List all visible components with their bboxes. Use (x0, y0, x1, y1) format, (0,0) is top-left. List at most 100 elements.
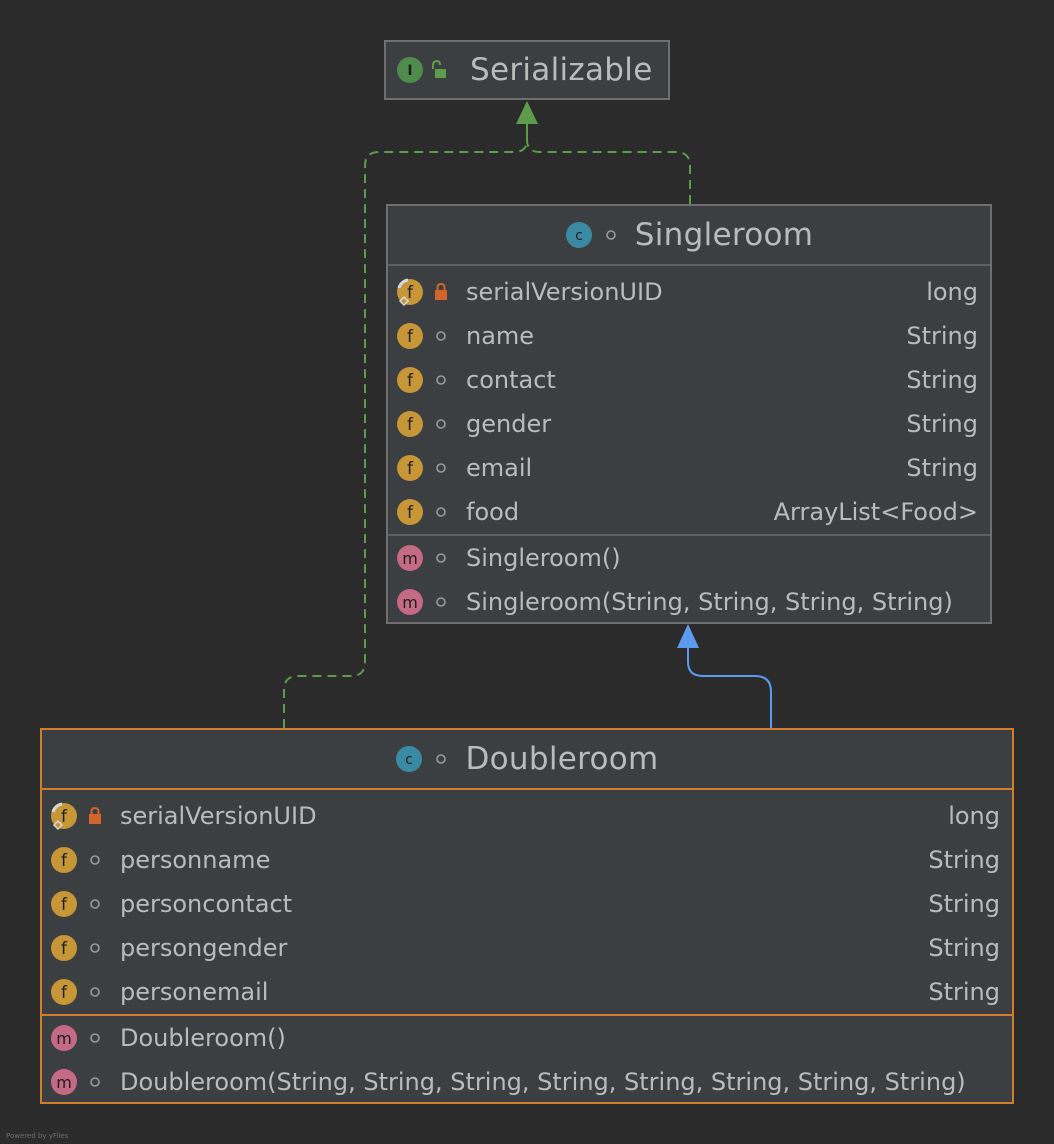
method-row[interactable]: m Singleroom() (388, 536, 990, 580)
package-dot-icon (90, 1033, 100, 1043)
member-name: personemail (120, 978, 269, 1006)
method-icon: m (397, 545, 423, 571)
serializable-title: Serializable (470, 52, 653, 88)
package-dot-icon (436, 375, 446, 385)
svg-text:f: f (61, 895, 68, 915)
field-row[interactable]: f food ArrayList<Food> (388, 490, 990, 534)
svg-text:m: m (402, 593, 418, 612)
svg-text:m: m (56, 1029, 72, 1048)
class-icon: c (396, 746, 423, 772)
package-dot-icon (436, 754, 447, 764)
svg-text:f: f (407, 283, 414, 303)
member-type: ArrayList<Food> (773, 498, 978, 526)
realization-edge-doubleroom[interactable] (283, 124, 528, 728)
field-icon: f (397, 411, 423, 437)
svg-text:f: f (61, 983, 68, 1003)
member-type: String (906, 410, 978, 438)
package-dot-icon (436, 419, 446, 429)
package-dot-icon (436, 597, 446, 607)
svg-text:f: f (407, 371, 414, 391)
member-type: String (906, 454, 978, 482)
member-type: String (928, 890, 1000, 918)
header-divider (42, 788, 1012, 790)
svg-text:f: f (407, 503, 414, 523)
field-icon: f (397, 367, 423, 393)
fields-divider (42, 1014, 1012, 1016)
static-final-field-icon: f (51, 802, 77, 830)
class-icon: c (565, 222, 592, 248)
member-name: food (466, 498, 520, 526)
member-name: name (466, 322, 535, 350)
inheritance-arrowhead (677, 624, 699, 648)
field-icon: f (397, 455, 423, 481)
field-icon: f (51, 891, 77, 917)
svg-text:c: c (406, 752, 414, 768)
package-dot-icon (436, 331, 446, 341)
field-icon: f (51, 935, 77, 961)
singleroom-title: Singleroom (634, 217, 814, 253)
member-name: Doubleroom(String, String, String, Strin… (120, 1068, 966, 1096)
member-name: email (466, 454, 533, 482)
svg-text:m: m (56, 1073, 72, 1092)
field-icon: f (397, 323, 423, 349)
serializable-node[interactable]: I Serializable (384, 40, 670, 100)
svg-text:f: f (61, 851, 68, 871)
realization-arrowhead (516, 101, 538, 124)
method-row[interactable]: m Singleroom(String, String, String, Stri… (388, 580, 990, 624)
member-type: String (928, 934, 1000, 962)
svg-text:I: I (407, 63, 412, 79)
method-icon: m (397, 589, 423, 615)
member-name: contact (466, 366, 556, 394)
static-final-field-icon: f (397, 278, 423, 306)
interface-icon: I (397, 57, 423, 83)
method-icon: m (51, 1069, 77, 1095)
member-name: Singleroom() (466, 544, 621, 572)
member-name: persongender (120, 934, 288, 962)
member-name: personname (120, 846, 271, 874)
field-row[interactable]: f personname String (42, 838, 1012, 882)
field-row[interactable]: f persongender String (42, 926, 1012, 970)
svg-text:f: f (407, 415, 414, 435)
package-dot-icon (90, 899, 100, 909)
field-row[interactable]: f gender String (388, 402, 990, 446)
member-type: long (948, 802, 1000, 830)
svg-text:f: f (407, 459, 414, 479)
private-lock-icon (89, 807, 101, 824)
member-name: personcontact (120, 890, 293, 918)
method-icon: m (51, 1025, 77, 1051)
field-icon: f (51, 847, 77, 873)
member-name: gender (466, 410, 552, 438)
doubleroom-title: Doubleroom (465, 741, 659, 777)
inheritance-edge[interactable] (687, 648, 772, 728)
package-dot-icon (605, 230, 616, 240)
package-dot-icon (90, 855, 100, 865)
svg-text:f: f (61, 939, 68, 959)
field-row[interactable]: f email String (388, 446, 990, 490)
method-row[interactable]: m Doubleroom(String, String, String, Stri… (42, 1060, 1012, 1104)
member-name: Singleroom(String, String, String, Strin… (466, 588, 953, 616)
package-dot-icon (436, 507, 446, 517)
field-row[interactable]: f personcontact String (42, 882, 1012, 926)
unlocked-icon (432, 60, 446, 78)
realization-edge-singleroom[interactable] (526, 124, 691, 204)
footer-credit: Powered by yFiles (6, 1132, 69, 1140)
method-row[interactable]: m Doubleroom() (42, 1016, 1012, 1060)
member-type: String (928, 846, 1000, 874)
package-dot-icon (436, 463, 446, 473)
field-icon: f (51, 979, 77, 1005)
package-dot-icon (436, 553, 446, 563)
fields-divider (388, 534, 990, 536)
member-name: Doubleroom() (120, 1024, 286, 1052)
header-divider (388, 264, 990, 266)
